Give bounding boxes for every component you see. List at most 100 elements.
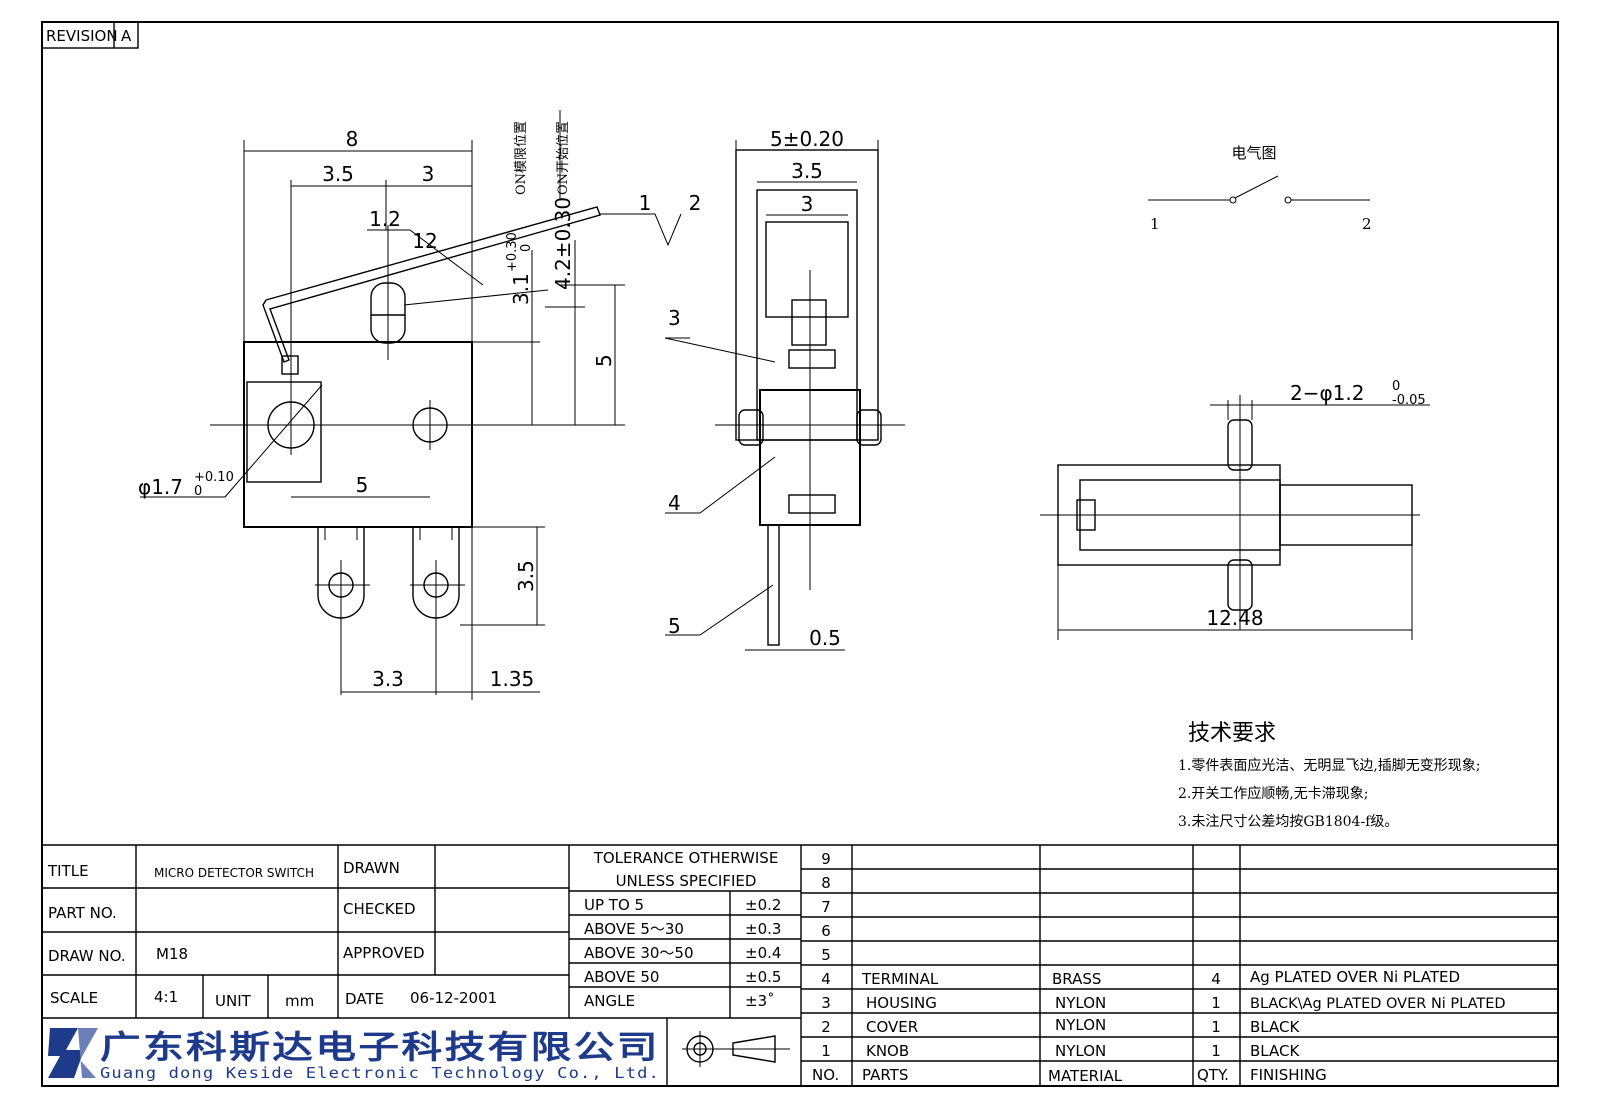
scale-value: 4:1 [154,988,178,1006]
projection-symbol [682,1031,790,1067]
callout-5: 5 [668,614,681,638]
title-label: TITLE [47,862,89,880]
dim-tol-4-2: 4.2±0.30 [551,197,575,290]
bom-no-6: 6 [821,922,831,940]
tolerance-header-2: UNLESS SPECIFIED [616,872,757,890]
bom-row-2-no: 2 [821,1018,831,1036]
requirement-item-3: 3.未注尺寸公差均按GB1804-f级。 [1178,814,1398,830]
dim-hole-dia-sup: +0.10 [194,470,234,485]
bom-row-3-qty: 1 [1211,994,1221,1012]
schematic-pin-right: 2 [1362,215,1372,233]
terminal-label-1: 1 [639,191,652,215]
side-view: 8 3.5 3 1.2 1 2 3.1 +0.30 0 4.2±0.30 5 ON… [138,110,701,700]
dim-button: 1.2 [369,207,401,231]
title-block: TITLE MICRO DETECTOR SWITCH PART NO. DRA… [42,844,1558,1086]
dim-left-seg: 3.5 [322,162,354,186]
bom-row-4-no: 4 [821,970,831,988]
revision-box: REVISION A [41,21,139,49]
dim-terminal-pitch: 3.3 [372,667,404,691]
revision-label: REVISION [46,27,118,45]
schematic-pin-left: 1 [1150,215,1160,233]
tolerance-range-5: ANGLE [584,992,635,1010]
tolerance-value-5: ±3˚ [745,992,775,1010]
bom-row-4-material: BRASS [1052,970,1101,988]
bom-row-3-material: NYLON [1055,994,1106,1012]
front-lead [767,524,780,646]
bom-row-1-qty: 1 [1211,1042,1221,1060]
dim-terminal-height: 3.5 [514,560,538,592]
dim-front-width-total: 5±0.20 [770,127,844,151]
label-on-start: ON开始位置 [556,121,571,195]
bom-no-5: 5 [821,946,831,964]
dim-front-width-inner: 3 [801,192,814,216]
dim-hole-dia-sub: 0 [194,484,202,499]
bom-header-parts: PARTS [862,1066,908,1084]
dim-front-width-mid: 3.5 [791,159,823,183]
bom-row-3-no: 3 [821,994,831,1012]
tolerance-value-4: ±0.5 [745,968,781,986]
approved-label: APPROVED [343,944,425,962]
date-label: DATE [345,990,384,1008]
dim-hole-spacing: 5 [356,473,369,497]
dim-tol-3-1: 3.1 [509,273,533,305]
drawn-label: DRAWN [343,859,400,877]
dim-right-seg: 3 [422,162,435,186]
dim-overall-width: 8 [346,127,359,151]
bom-no-8: 8 [821,874,831,892]
schematic-title: 电气图 [1231,144,1276,162]
front-view: 5±0.20 3.5 3 0.5 3 4 5 [664,127,905,651]
dim-top-pin-sub: -0.05 [1392,393,1426,408]
dim-terminal-offset: 1.35 [490,667,535,691]
bom-row-2-material: NYLON [1055,1016,1106,1034]
bom-row-2-qty: 1 [1211,1018,1221,1036]
company-name-en: Guang dong Keside Electronic Technology … [100,1064,660,1082]
tolerance-range-3: ABOVE 30～50 [584,944,694,962]
top-view: 12.48 2−φ1.2 0 -0.05 [1040,379,1430,640]
requirements-title: 技术要求 [1188,721,1276,746]
bom-no-9: 9 [821,850,831,868]
unit-label: UNIT [215,992,252,1010]
tolerance-range-4: ABOVE 50 [584,968,659,986]
bom-header-qty: QTY. [1197,1066,1229,1084]
front-window-bottom [788,494,836,514]
scale-label: SCALE [50,989,98,1007]
terminal-label-2: 2 [689,191,702,215]
bom-row-1-finishing: BLACK [1250,1042,1300,1060]
tolerance-header-1: TOLERANCE OTHERWISE [593,849,779,867]
bom-row-4-finishing: Ag PLATED OVER Ni PLATED [1250,968,1460,986]
bom-row-3-part: HOUSING [866,994,937,1012]
bom-no-7: 7 [821,898,831,916]
bom-header-material: MATERIAL [1048,1067,1123,1085]
company-name-cn: 广东科斯达电子科技有限公司 [100,1028,660,1066]
draw-no-label: DRAW NO. [48,947,126,965]
bom-row-2-finishing: BLACK [1250,1018,1300,1036]
dim-height-5: 5 [592,354,616,367]
checked-label: CHECKED [343,900,416,918]
revision-value: A [121,27,132,45]
bom-row-1-no: 1 [821,1042,831,1060]
tolerance-value-2: ±0.3 [745,920,781,938]
front-housing-inner [756,189,858,441]
company-logo [48,1028,98,1078]
bom-row-1-part: KNOB [866,1042,909,1060]
logo-mark [48,1028,84,1078]
lever-travel-mark [600,213,682,247]
dim-top-pin-dia: 2−φ1.2 [1290,381,1364,405]
lever-arm [262,206,601,363]
dim-tol-3-1-sup: +0.30 [505,232,520,272]
requirement-item-1: 1.零件表面应光洁、无明显飞边,插脚无变形现象; [1178,757,1481,774]
bom-header-finishing: FINISHING [1250,1066,1327,1084]
dim-top-pin-sup: 0 [1392,379,1400,394]
label-on-free: ON模限位置 [514,121,529,195]
bom-row-2-part: COVER [866,1018,918,1036]
requirement-item-2: 2.开关工作应顺畅,无卡滞现象; [1178,785,1369,802]
tolerance-value-1: ±0.2 [745,896,781,914]
bom-row-4-part: TERMINAL [861,970,939,988]
front-stem [791,299,827,346]
tolerance-value-3: ±0.4 [745,944,781,962]
front-slot [765,221,849,318]
dim-top-length: 12.48 [1206,606,1263,630]
bom-row-3-finishing: BLACK\Ag PLATED OVER Ni PLATED [1250,996,1506,1012]
